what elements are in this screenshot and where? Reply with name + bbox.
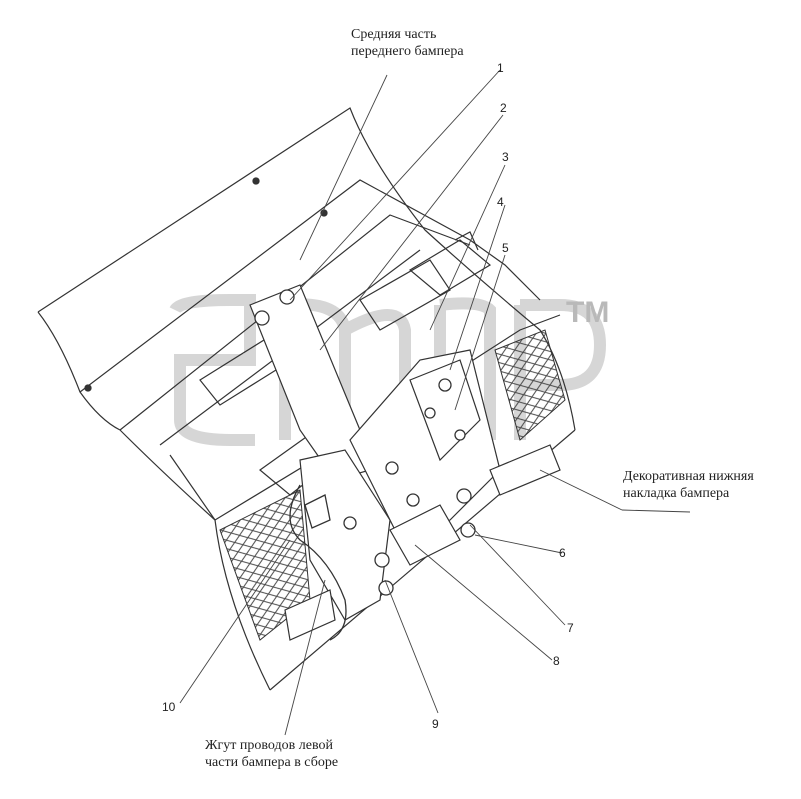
callout-2: 2 bbox=[500, 101, 507, 115]
label-wire-harness: Жгут проводов левой части бампера в сбор… bbox=[205, 737, 338, 771]
label-decor-trim: Декоративная нижняя накладка бампера bbox=[623, 468, 754, 502]
callout-4: 4 bbox=[497, 195, 504, 209]
trademark-mark: TM bbox=[566, 296, 610, 329]
label-harness-line1: Жгут проводов левой bbox=[205, 738, 333, 753]
callout-1: 1 bbox=[497, 61, 504, 75]
leader-lines bbox=[179, 69, 691, 736]
label-decor-line1: Декоративная нижняя bbox=[623, 469, 754, 484]
callout-3: 3 bbox=[502, 150, 509, 164]
callout-8: 8 bbox=[553, 654, 560, 668]
label-middle-bumper-line1: Средняя часть bbox=[351, 27, 437, 42]
label-harness-line2: части бампера в сборе bbox=[205, 755, 339, 770]
label-middle-bumper: Средняя часть переднего бампера bbox=[351, 26, 464, 60]
callout-6: 6 bbox=[559, 546, 566, 560]
wire-harness bbox=[289, 484, 347, 641]
callout-10: 10 bbox=[162, 700, 176, 714]
label-decor-line2: накладка бампера bbox=[623, 486, 730, 501]
callout-7: 7 bbox=[567, 621, 574, 635]
callout-9: 9 bbox=[432, 717, 439, 731]
label-middle-bumper-line2: переднего бампера bbox=[351, 44, 464, 59]
grille-mesh bbox=[219, 329, 566, 641]
bolts bbox=[84, 177, 476, 596]
callout-5: 5 bbox=[502, 241, 509, 255]
